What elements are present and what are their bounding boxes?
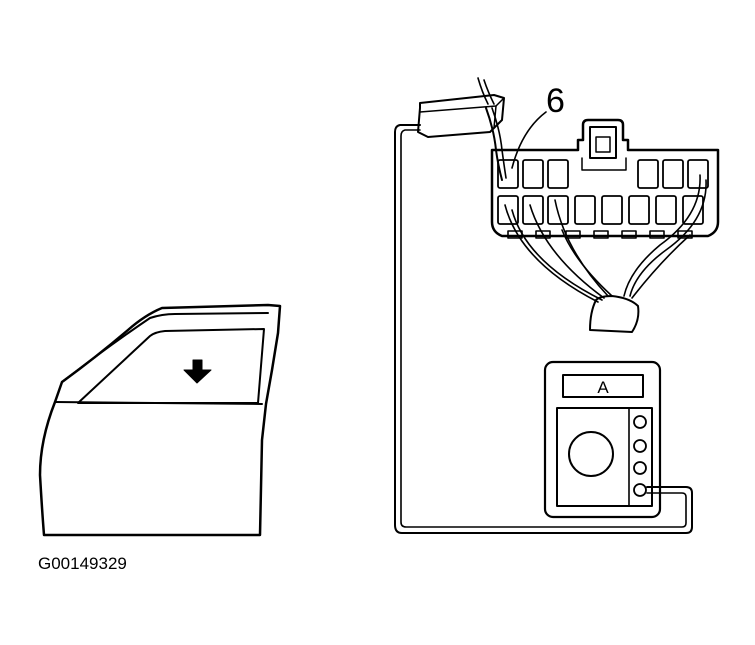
cavity	[574, 195, 596, 225]
meter-lead-outer	[394, 124, 693, 534]
tab	[649, 230, 665, 239]
probe-clip	[417, 94, 505, 138]
meter-jack-3	[633, 461, 647, 475]
connector-bottom-row	[497, 195, 704, 225]
figure-id: G00149329	[38, 554, 127, 573]
meter-panel	[556, 407, 653, 507]
cavity	[662, 159, 684, 189]
meter-lead-inner	[400, 129, 687, 528]
cavity	[547, 159, 569, 189]
connector-latch	[589, 126, 617, 159]
window-down-arrow-icon	[183, 359, 212, 384]
harness-wires	[504, 174, 707, 303]
cavity	[497, 195, 519, 225]
meter-jack-1	[633, 415, 647, 429]
cavity	[547, 195, 569, 225]
clip-wire-b	[483, 79, 495, 105]
car-door	[38, 303, 282, 537]
harness-sheath	[589, 295, 640, 333]
tab	[677, 230, 693, 239]
cavity	[522, 195, 544, 225]
wiring-harness	[394, 77, 720, 534]
connector-top-row	[497, 159, 709, 189]
cavity	[601, 195, 623, 225]
connector-latch-inner	[595, 136, 611, 153]
pin-label: 6	[546, 82, 565, 120]
cavity	[522, 159, 544, 189]
tab	[535, 230, 551, 239]
cavity	[637, 159, 659, 189]
meter-display-window	[562, 374, 644, 398]
multimeter	[543, 360, 662, 519]
tab	[621, 230, 637, 239]
cavity	[628, 195, 650, 225]
belt-line	[54, 401, 263, 405]
probe-wire	[485, 107, 503, 181]
connector-latch-base	[581, 157, 627, 171]
connector-housing	[490, 118, 720, 238]
cavity	[497, 159, 519, 189]
window-glass	[77, 328, 265, 404]
meter-jack-4	[633, 483, 647, 497]
clip-wire-a	[477, 77, 489, 105]
cavity	[687, 159, 709, 189]
meter-display-text: A	[597, 378, 609, 397]
cavity	[655, 195, 677, 225]
meter-body	[543, 360, 662, 519]
window-frame	[61, 312, 269, 383]
meter-dial	[568, 431, 614, 477]
door-outline	[38, 303, 282, 537]
pin-6-leader-line	[511, 111, 547, 169]
tab	[593, 230, 609, 239]
meter-jack-2	[633, 439, 647, 453]
